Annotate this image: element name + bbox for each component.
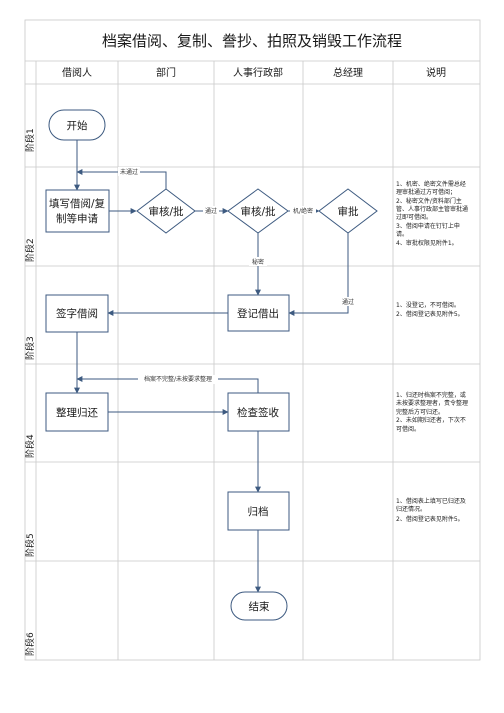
svg-text:1、机密、绝密文件需总经: 1、机密、绝密文件需总经	[396, 180, 466, 188]
svg-text:归还情况。: 归还情况。	[396, 505, 426, 513]
page-title: 档案借阅、复制、誊抄、拍照及销毁工作流程	[102, 32, 402, 50]
svg-text:结束: 结束	[249, 600, 270, 613]
svg-text:理审批通过方可借阅；: 理审批通过方可借阅；	[396, 188, 456, 196]
column-header-gm: 总经理	[333, 66, 363, 79]
svg-text:归档: 归档	[248, 505, 269, 518]
edge-label-not-passed: 未通过	[120, 168, 138, 176]
svg-text:请。: 请。	[396, 230, 408, 238]
svg-text:2、借阅登记表见附件5。: 2、借阅登记表见附件5。	[396, 310, 464, 318]
svg-text:1、归还时档案不完整，或: 1、归还时档案不完整，或	[396, 391, 466, 399]
column-header-borrower: 借阅人	[62, 66, 92, 79]
svg-text:签字借阅: 签字借阅	[56, 307, 98, 320]
svg-text:制等申请: 制等申请	[56, 212, 98, 225]
node-hr-review[interactable]: 审核/批	[227, 188, 289, 234]
svg-text:整理归还: 整理归还	[56, 406, 98, 419]
svg-text:2、借阅登记表见附件5。: 2、借阅登记表见附件5。	[396, 515, 464, 523]
node-dept-review[interactable]: 审核/批	[136, 188, 196, 234]
swimlane-grid	[24, 19, 481, 661]
edge-label-incomplete: 档案不完整/未按要求整理	[144, 375, 212, 383]
note-stage5: 1、借阅表上填写已归还及 归还情况。 2、借阅登记表见附件5。	[396, 497, 466, 523]
node-sign-borrow[interactable]: 签字借阅	[45, 294, 109, 333]
node-inspect-sign[interactable]: 检查签收	[227, 392, 290, 432]
svg-text:管、人事行政部主管审批通: 管、人事行政部主管审批通	[396, 205, 468, 213]
svg-text:可借阅。: 可借阅。	[396, 425, 420, 433]
column-header-notes: 说明	[426, 66, 446, 79]
svg-text:1、借阅表上填写已归还及: 1、借阅表上填写已归还及	[396, 497, 466, 505]
column-header-hr: 人事行政部	[233, 66, 283, 79]
svg-text:3、借阅申请在钉钉上申: 3、借阅申请在钉钉上申	[396, 222, 460, 230]
edge-label-passed-2: 通过	[342, 298, 354, 306]
svg-text:未按要求整理者，责令整理: 未按要求整理者，责令整理	[396, 399, 468, 407]
edge-label-secret: 秘密	[252, 258, 264, 266]
svg-text:1、没登记，不可借阅。: 1、没登记，不可借阅。	[396, 301, 460, 309]
stage-label-6: 阶段6	[24, 632, 36, 656]
stage-label-4: 阶段4	[24, 434, 36, 458]
svg-text:检查签收: 检查签收	[237, 406, 279, 419]
node-end[interactable]: 结束	[230, 591, 288, 621]
edge-inspect-incomplete	[76, 376, 259, 393]
svg-text:审核/批: 审核/批	[240, 205, 276, 218]
svg-text:审批: 审批	[338, 205, 359, 218]
node-start[interactable]: 开始	[48, 109, 106, 141]
node-organize-return[interactable]: 整理归还	[45, 392, 109, 432]
svg-text:审核/批: 审核/批	[148, 205, 184, 218]
svg-text:填写借阅/复: 填写借阅/复	[49, 197, 106, 210]
svg-text:登记借出: 登记借出	[237, 307, 279, 320]
note-stage3: 1、没登记，不可借阅。 2、借阅登记表见附件5。	[396, 301, 464, 318]
node-gm-approve[interactable]: 审批	[318, 188, 378, 234]
edge-label-passed-1: 通过	[205, 207, 217, 215]
edge-dept-not-passed	[76, 169, 167, 189]
node-register-borrow[interactable]: 登记借出	[227, 294, 290, 332]
svg-text:2、未如期归还者，下次不: 2、未如期归还者，下次不	[396, 416, 466, 424]
stage-label-2: 阶段2	[24, 238, 36, 262]
svg-text:2、秘密文件/资料部门主: 2、秘密文件/资料部门主	[396, 197, 462, 205]
edge-labels: 未通过 通过 机/绝密 秘密 通过 档案不完整/未按要求整理	[118, 167, 357, 384]
node-archive[interactable]: 归档	[227, 491, 290, 531]
svg-text:完整后方可归还。: 完整后方可归还。	[396, 408, 444, 416]
note-stage4: 1、归还时档案不完整，或 未按要求整理者，责令整理 完整后方可归还。 2、未如期…	[396, 391, 468, 433]
svg-text:4、审批权限见附件1。: 4、审批权限见附件1。	[396, 239, 458, 247]
note-stage2: 1、机密、绝密文件需总经 理审批通过方可借阅； 2、秘密文件/资料部门主 管、人…	[396, 180, 468, 247]
svg-text:过即可借阅。: 过即可借阅。	[396, 213, 432, 221]
svg-text:开始: 开始	[67, 119, 88, 132]
edge-label-confidential: 机/绝密	[293, 207, 313, 215]
stage-label-5: 阶段5	[24, 533, 36, 557]
edge-gm-to-register	[288, 233, 349, 316]
node-apply[interactable]: 填写借阅/复 制等申请	[45, 189, 110, 233]
stage-label-1: 阶段1	[24, 128, 36, 152]
column-header-department: 部门	[156, 66, 176, 79]
stage-label-3: 阶段3	[24, 336, 36, 360]
